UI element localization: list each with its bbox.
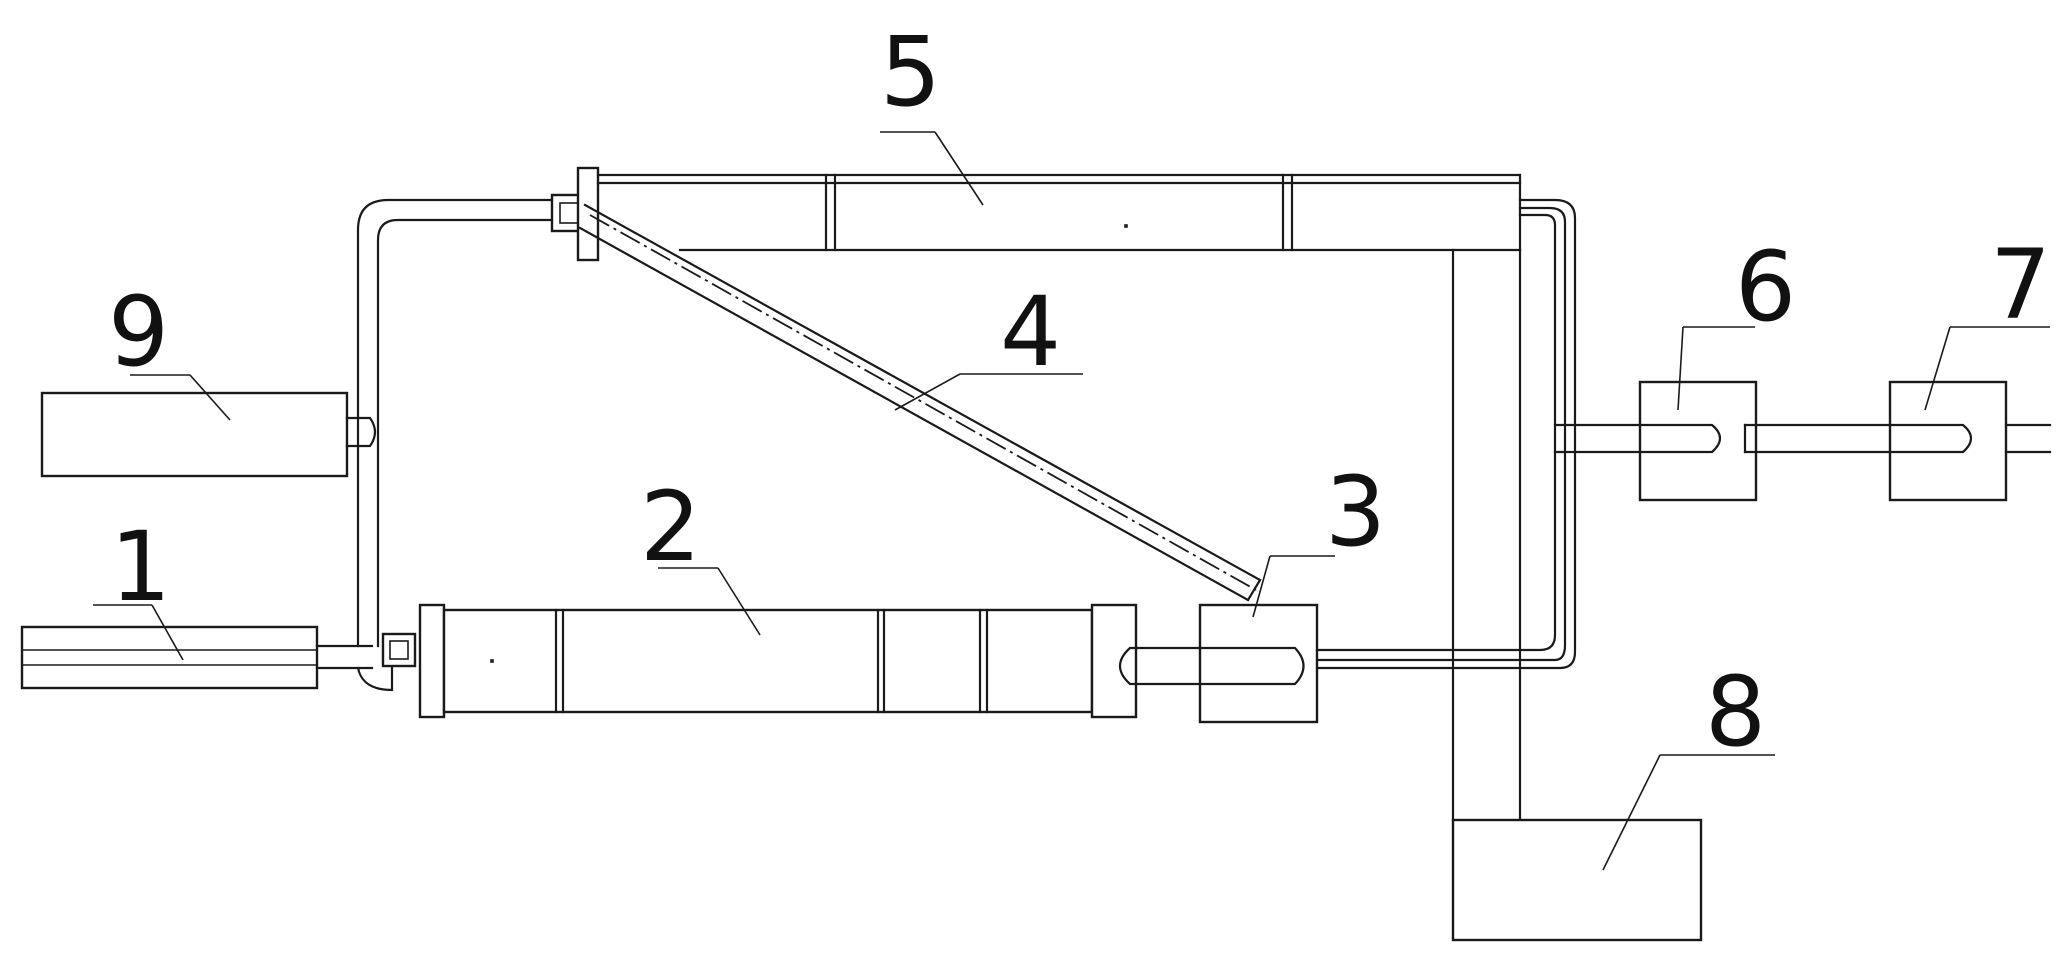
right-pipes (1315, 198, 1642, 670)
pipe-2-to-3 (1118, 646, 1207, 686)
component-1 (20, 625, 374, 690)
leader-lines (93, 131, 2050, 871)
component-5 (596, 173, 1522, 252)
label-7: 7 (1990, 229, 2051, 341)
left-riser-pipe (356, 198, 554, 692)
label-2: 2 (640, 471, 701, 583)
label-4: 4 (1000, 276, 1061, 388)
label-9: 9 (108, 276, 169, 388)
label-3: 3 (1325, 456, 1386, 568)
component-7 (1888, 380, 2052, 502)
top-fitting (550, 166, 600, 262)
component-9 (40, 391, 377, 478)
component-4 (578, 203, 1262, 602)
label-5: 5 (880, 16, 941, 128)
component-2 (381, 603, 1138, 719)
label-8: 8 (1705, 656, 1766, 768)
component-3 (1198, 603, 1319, 724)
pipe-to-8 (1451, 248, 1522, 822)
component-6 (1638, 380, 1892, 502)
label-1: 1 (110, 511, 171, 623)
label-6: 6 (1735, 231, 1796, 343)
component-8 (1451, 818, 1703, 942)
